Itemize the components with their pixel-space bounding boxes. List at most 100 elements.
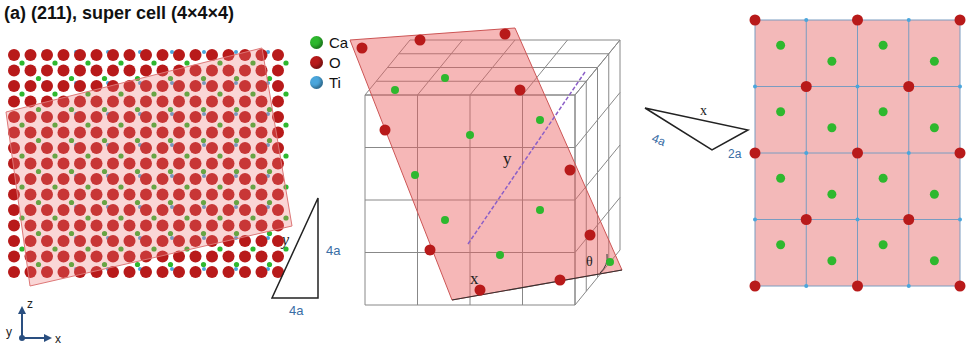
ti-atom (907, 284, 911, 288)
o-atom (157, 266, 169, 278)
o-atom (107, 65, 119, 77)
ca-atom (234, 262, 239, 267)
ca-atom (168, 262, 173, 267)
ti-atom (958, 85, 962, 89)
ca-atom (102, 76, 107, 81)
o-atom (41, 80, 53, 92)
grid-line (608, 54, 609, 264)
o-atom (256, 235, 268, 247)
ca-atom (827, 256, 836, 265)
legend-text: Ti (329, 74, 341, 91)
legend-item: Ti (310, 74, 341, 91)
o-atom (206, 251, 218, 263)
ca-atom (827, 57, 836, 66)
atom (411, 171, 419, 179)
o-atom (25, 49, 37, 61)
dimension-label: x (470, 270, 479, 287)
o-atom (256, 266, 268, 278)
legend-swatch (310, 56, 323, 69)
atom (606, 258, 614, 266)
ca-atom (19, 246, 24, 251)
o-atom (8, 220, 20, 232)
ca-atom (930, 190, 939, 199)
legend-item: O (310, 54, 341, 71)
o-atom (124, 49, 136, 61)
dimension-label: x (55, 333, 61, 345)
o-atom (272, 80, 284, 92)
axis-symbol (18, 306, 52, 342)
o-atom (107, 49, 119, 61)
ca-atom (217, 246, 222, 251)
o-atom (25, 80, 37, 92)
ca-atom (930, 256, 939, 265)
o-atom (58, 65, 70, 77)
o-atom (74, 49, 86, 61)
atom (585, 230, 596, 241)
o-atom (58, 80, 70, 92)
ca-atom (776, 174, 785, 183)
ca-atom (135, 262, 140, 267)
ca-atom (776, 41, 785, 50)
atom (555, 275, 566, 286)
grid-line (575, 40, 620, 95)
o-atom (190, 266, 202, 278)
ca-atom (52, 91, 57, 96)
o-atom (91, 65, 103, 77)
ti-atom (234, 267, 238, 271)
legend-swatch (310, 76, 323, 89)
grid-line (365, 305, 575, 306)
atom (441, 216, 449, 224)
o-atom (801, 214, 812, 225)
atom (425, 245, 436, 256)
o-atom (206, 266, 218, 278)
o-atom (223, 266, 235, 278)
o-atom (173, 266, 185, 278)
o-atom (25, 65, 37, 77)
grid-line (620, 40, 621, 250)
ca-atom (184, 60, 189, 65)
ti-atom (907, 151, 911, 155)
o-atom (852, 148, 863, 159)
dimension-label: 4a (650, 132, 667, 148)
ti-atom (907, 18, 911, 22)
o-atom (190, 49, 202, 61)
atom (391, 86, 399, 94)
legend-text: O (329, 54, 341, 71)
dimension-label: 4a (289, 304, 303, 317)
o-atom (955, 148, 966, 159)
ca-atom (879, 107, 888, 116)
ti-atom (753, 85, 757, 89)
cut-plane (6, 48, 292, 286)
crystal-supercell (6, 48, 292, 286)
ca-atom (879, 41, 888, 50)
ca-atom (283, 153, 288, 158)
o-atom (903, 81, 914, 92)
o-atom (157, 49, 169, 61)
o-atom (190, 251, 202, 263)
triangle-sketch (645, 108, 748, 150)
atom (500, 29, 511, 40)
base-line (452, 270, 622, 300)
atom (496, 251, 504, 259)
ca-atom (930, 57, 939, 66)
ca-atom (776, 107, 785, 116)
ti-atom (856, 218, 860, 222)
o-atom (8, 65, 20, 77)
ca-atom (827, 123, 836, 132)
o-atom (173, 49, 185, 61)
dimension-label: x (700, 104, 707, 118)
triangle-sketch (272, 198, 318, 298)
o-atom (272, 49, 284, 61)
figure-title: (a) (211), super cell (4×4×4) (4, 4, 234, 22)
o-atom (8, 96, 20, 108)
ca-atom (151, 60, 156, 65)
ti-atom (202, 267, 206, 271)
dimension-label: 4a (326, 244, 340, 257)
o-atom (239, 251, 251, 263)
o-atom (272, 251, 284, 263)
atom (536, 116, 544, 124)
o-atom (750, 15, 761, 26)
angle-arc (600, 254, 607, 273)
plane-grid (750, 15, 966, 292)
